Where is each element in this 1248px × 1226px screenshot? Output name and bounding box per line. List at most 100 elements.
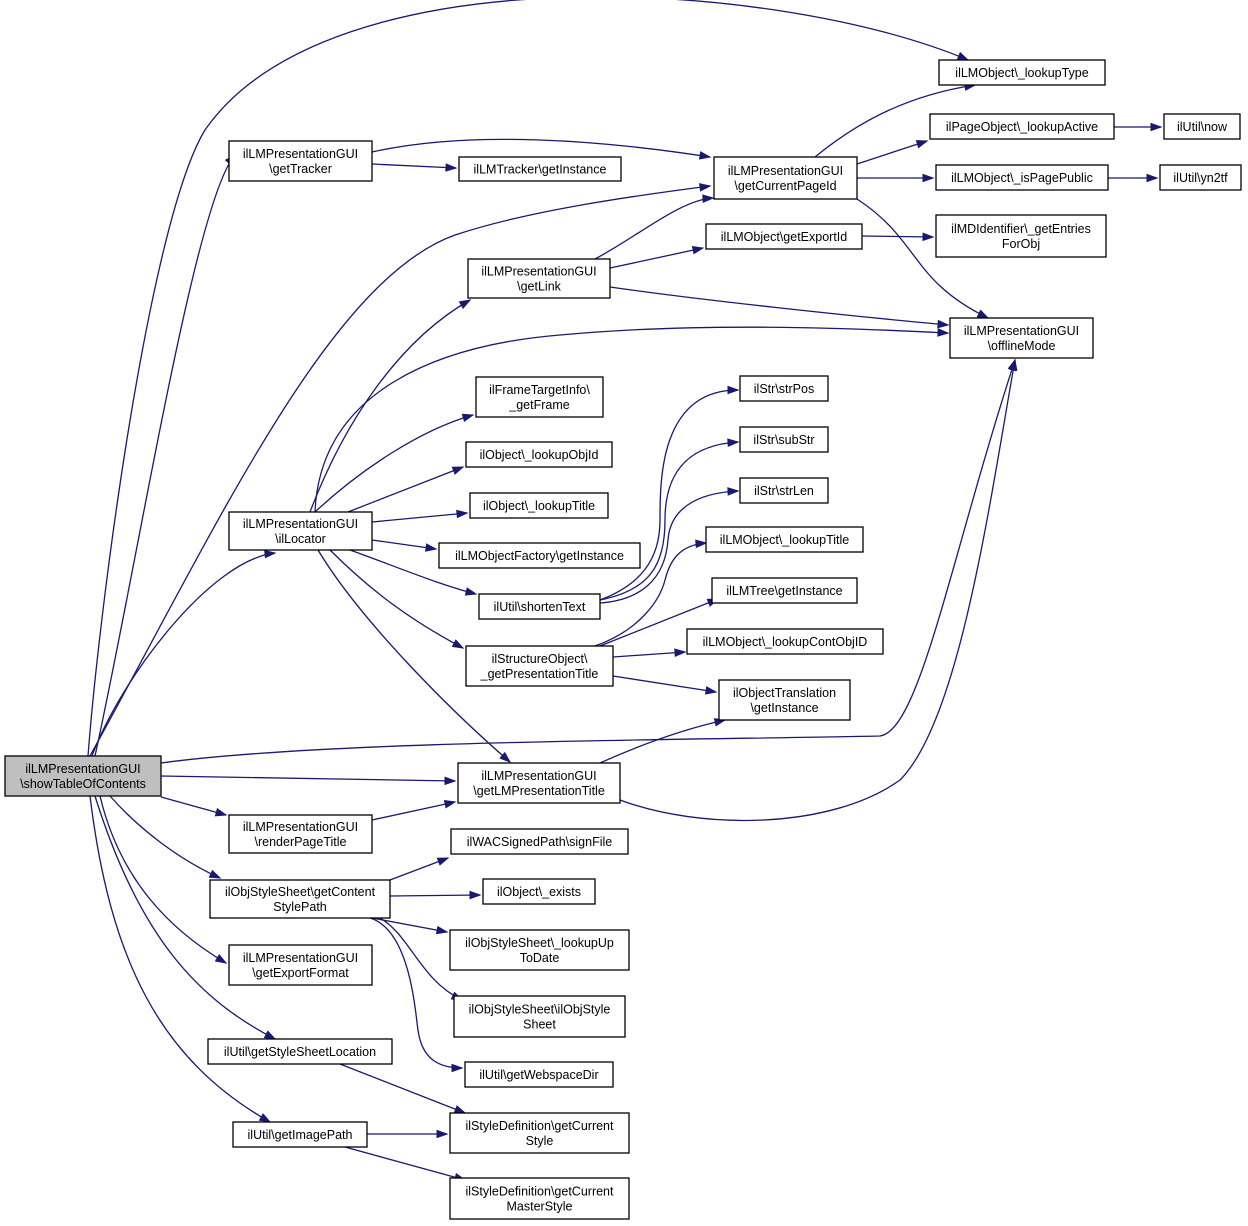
node-lm-obj-lookup-title[interactable]: ilLMObject\_lookupTitle (705, 526, 864, 553)
node-label: Sheet (523, 1018, 556, 1032)
call-edge (94, 154, 236, 757)
node-tracker-get-instance[interactable]: ilLMTracker\getInstance (458, 156, 622, 182)
call-edge (612, 651, 686, 658)
node-label: ilUtil\yn2tf (1173, 171, 1228, 185)
call-edge (314, 414, 474, 513)
node-get-style-sheet-location[interactable]: ilUtil\getStyleSheetLocation (207, 1038, 393, 1065)
node-label: ilLMPresentationGUI (481, 265, 596, 279)
node-get-export-id[interactable]: ilLMObject\getExportId (705, 223, 863, 250)
edge-arrowhead (915, 140, 929, 149)
node-lookup-obj-id[interactable]: ilObject\_lookupObjId (465, 441, 613, 468)
node-box (739, 375, 829, 402)
node-get-webspace-dir[interactable]: ilUtil\getWebspaceDir (464, 1061, 614, 1088)
node-label: ilLMObject\_lookupContObjID (703, 635, 868, 649)
node-sub-str[interactable]: ilStr\subStr (739, 426, 829, 453)
node-box (705, 223, 863, 250)
node-il-locator[interactable]: ilLMPresentationGUI\ilLocator (228, 511, 373, 551)
edge-arrowhead (469, 890, 482, 900)
call-edge (309, 299, 471, 513)
edge-arrowhead (698, 151, 712, 160)
node-il-obj-style-sheet[interactable]: ilObjStyleSheet\ilObjStyleSheet (453, 995, 626, 1038)
node-lm-tree-get-instance[interactable]: ilLMTree\getInstance (711, 577, 858, 604)
node-box (713, 156, 858, 200)
node-root[interactable]: ilLMPresentationGUI\showTableOfContents (4, 755, 162, 797)
node-box (209, 879, 391, 919)
node-offline-mode[interactable]: ilLMPresentationGUI\offlineMode (949, 317, 1094, 359)
node-box (1163, 113, 1241, 140)
edge-arrowhead (922, 232, 935, 242)
node-obj-translation[interactable]: ilObjectTranslation\getInstance (718, 679, 851, 721)
node-label: ilObjStyleSheet\ilObjStyle (469, 1003, 611, 1017)
node-label: ilLMObjectFactory\getInstance (455, 549, 624, 563)
node-box (449, 1112, 630, 1154)
node-label: _getPresentationTitle (480, 667, 599, 681)
node-shorten-text[interactable]: ilUtil\shortenText (478, 593, 601, 620)
node-render-page-title[interactable]: ilLMPresentationGUI\renderPageTitle (228, 814, 373, 854)
node-obj-exists[interactable]: ilObject\_exists (482, 878, 596, 905)
node-box (949, 317, 1094, 359)
call-edge (599, 598, 719, 647)
node-get-current-page-id[interactable]: ilLMPresentationGUI\getCurrentPageId (713, 156, 858, 200)
edge-arrowhead (1146, 173, 1159, 183)
node-box (464, 1061, 614, 1088)
node-get-export-format[interactable]: ilLMPresentationGUI\getExportFormat (228, 944, 373, 986)
node-label: ilObjectTranslation (733, 686, 836, 700)
node-box (475, 376, 604, 418)
call-edge (856, 140, 928, 165)
node-label: ilUtil\getImagePath (248, 1128, 353, 1142)
edge-arrowhead (956, 51, 970, 61)
edge-arrowhead (445, 163, 458, 172)
call-edge (599, 441, 739, 601)
node-yn2tf[interactable]: ilUtil\yn2tf (1159, 164, 1242, 191)
call-edge (339, 1063, 466, 1114)
node-box (718, 679, 851, 721)
call-edge (160, 796, 227, 816)
node-box (938, 59, 1106, 86)
node-sign-file[interactable]: ilWACSignedPath\signFile (450, 828, 629, 855)
node-str-len[interactable]: ilStr\strLen (739, 477, 829, 504)
node-is-page-public[interactable]: ilLMObject\_isPagePublic (935, 164, 1109, 191)
node-get-l-m-presentation-title[interactable]: ilLMPresentationGUI\getLMPresentationTit… (457, 762, 621, 804)
node-box (686, 628, 884, 655)
node-label: ilLMTree\getInstance (726, 584, 842, 598)
call-edge (599, 490, 739, 604)
node-lookup-type[interactable]: ilLMObject\_lookupType (938, 59, 1106, 86)
call-edge (814, 84, 976, 158)
node-label: \ilLocator (275, 532, 326, 546)
node-util-now[interactable]: ilUtil\now (1163, 113, 1241, 140)
node-label: ilLMObject\_isPagePublic (951, 171, 1093, 185)
node-box (228, 140, 373, 182)
node-get-tracker[interactable]: ilLMPresentationGUI\getTracker (228, 140, 373, 182)
edge-arrowhead (702, 194, 715, 203)
call-edge (599, 719, 726, 764)
node-str-pos[interactable]: ilStr\strPos (739, 375, 829, 402)
call-edge (89, 795, 271, 1123)
node-box (467, 258, 611, 299)
call-edge (89, 185, 711, 757)
edge-arrowhead (456, 509, 469, 519)
edge-arrowhead (425, 543, 438, 552)
node-lookup-active[interactable]: ilPageObject\_lookupActive (929, 113, 1115, 140)
edge-arrowhead (1008, 358, 1018, 372)
node-get-link[interactable]: ilLMPresentationGUI\getLink (467, 258, 611, 299)
node-get-image-path[interactable]: ilUtil\getImagePath (232, 1121, 368, 1148)
node-get-frame[interactable]: ilFrameTargetInfo\_getFrame (475, 376, 604, 418)
call-edge (594, 197, 714, 260)
node-lm-obj-factory[interactable]: ilLMObjectFactory\getInstance (438, 542, 641, 569)
call-edge (609, 247, 704, 269)
node-box (232, 1121, 368, 1148)
node-get-presentation-title[interactable]: ilStructureObject\_getPresentationTitle (465, 645, 614, 687)
node-obj-lookup-title[interactable]: ilObject\_lookupTitle (469, 492, 609, 519)
call-edge (329, 549, 464, 649)
node-box (482, 878, 596, 905)
call-edge (314, 326, 949, 513)
node-box (438, 542, 641, 569)
node-lookup-cont-obj-i-d[interactable]: ilLMObject\_lookupContObjID (686, 628, 884, 655)
node-box (449, 1177, 630, 1220)
node-label: ilObject\_lookupTitle (483, 499, 595, 513)
